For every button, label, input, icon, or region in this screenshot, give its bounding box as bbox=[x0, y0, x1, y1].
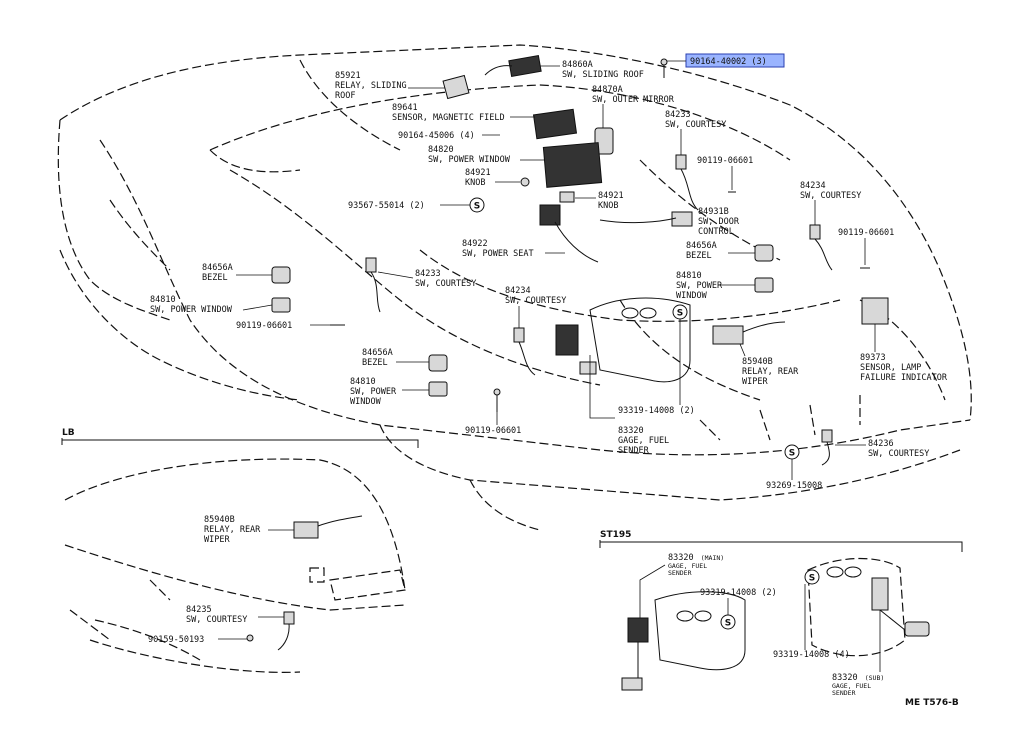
callout-90164-40002[interactable]: 90164-40002 (3) bbox=[690, 57, 767, 67]
highlight-90164-40002 bbox=[685, 53, 785, 68]
seal-s-label: S bbox=[725, 619, 731, 629]
callout-90119-06601-b[interactable]: 90119-06601 bbox=[838, 228, 894, 238]
callout-89373[interactable]: 89373 SENSOR, LAMP FAILURE INDICATOR bbox=[860, 353, 948, 383]
main-callouts: 85921 RELAY, SLIDING ROOF 84860A SW, SLI… bbox=[150, 53, 948, 491]
callout-85921[interactable]: 85921 RELAY, SLIDING ROOF bbox=[335, 71, 412, 101]
callout-st-83320-main[interactable]: 83320 (MAIN) GAGE, FUEL SENDER bbox=[668, 553, 729, 577]
callout-83320[interactable]: 83320 GAGE, FUEL SENDER bbox=[618, 426, 674, 456]
callout-93319-14008-main[interactable]: 93319-14008 (2) bbox=[618, 406, 695, 416]
callout-84810-right[interactable]: 84810 SW, POWER WINDOW bbox=[676, 271, 727, 301]
callout-84860a[interactable]: 84860A SW, SLIDING ROOF bbox=[562, 60, 644, 80]
sliding-roof-switch-part bbox=[508, 54, 542, 78]
callout-lb-85940b[interactable]: 85940B RELAY, REAR WIPER bbox=[204, 515, 265, 545]
callout-st-83320-sub[interactable]: 83320 (SUB) GAGE, FUEL SENDER bbox=[832, 673, 889, 697]
callout-84820[interactable]: 84820 SW, POWER WINDOW bbox=[428, 145, 511, 165]
callout-84656a-left[interactable]: 84656A BEZEL bbox=[202, 263, 238, 283]
callout-st-93319-14008-4[interactable]: 93319-14008 (4) bbox=[773, 650, 850, 660]
callout-93567-55014[interactable]: 93567-55014 (2) bbox=[348, 201, 425, 211]
callout-84931b[interactable]: 84931B SW, DOOR CONTROL bbox=[698, 207, 744, 237]
callout-85940b[interactable]: 85940B RELAY, REAR WIPER bbox=[742, 357, 803, 387]
callout-84922[interactable]: 84922 SW, POWER SEAT bbox=[462, 239, 534, 259]
parts bbox=[271, 54, 889, 466]
callout-89641[interactable]: 89641 SENSOR, MAGNETIC FIELD bbox=[392, 103, 505, 123]
callout-84921-right[interactable]: 84921 KNOB bbox=[598, 191, 629, 211]
callout-st-93319-14008-2[interactable]: 93319-14008 (2) bbox=[700, 588, 777, 598]
inset-st195: ST195 S S 83320 (MAIN) GAGE, FUEL SENDER… bbox=[599, 530, 963, 697]
inset-lb: LB 85940B RELAY, REAR WIPER 84235 SW, CO… bbox=[61, 428, 419, 673]
callout-84810-left[interactable]: 84810 SW, POWER WINDOW bbox=[150, 295, 233, 315]
seal-s-label: S bbox=[789, 449, 795, 459]
seal-s-label: S bbox=[677, 309, 683, 319]
inset-st195-title: ST195 bbox=[600, 530, 631, 540]
callout-93269-15008[interactable]: 93269-15008 bbox=[766, 481, 822, 491]
callout-90119-06601-a[interactable]: 90119-06601 bbox=[697, 156, 753, 166]
callout-84810-center[interactable]: 84810 SW, POWER WINDOW bbox=[350, 377, 401, 407]
outer-mirror-switch-part bbox=[594, 127, 614, 155]
callout-lb-84235[interactable]: 84235 SW, COURTESY bbox=[186, 605, 247, 625]
callout-84236[interactable]: 84236 SW, COURTESY bbox=[868, 439, 929, 459]
callout-84233-right[interactable]: 84233 SW, COURTESY bbox=[665, 110, 726, 130]
callout-90119-06601-d[interactable]: 90119-06601 bbox=[465, 426, 521, 436]
seal-s-label: S bbox=[809, 574, 815, 584]
relay-sliding-roof-part bbox=[442, 74, 470, 100]
callout-84656a-center[interactable]: 84656A BEZEL bbox=[362, 348, 398, 368]
callout-90119-06601-c[interactable]: 90119-06601 bbox=[236, 321, 292, 331]
diagram-id: ME T576-B bbox=[905, 698, 959, 708]
callout-84234-center[interactable]: 84234 SW, COURTESY bbox=[505, 286, 566, 306]
magnetic-sensor-part bbox=[532, 108, 578, 140]
callout-84870a[interactable]: 84870A SW, OUTER MIRROR bbox=[592, 85, 675, 105]
seal-s-label: S bbox=[474, 202, 480, 212]
callout-84233-left[interactable]: 84233 SW, COURTESY bbox=[415, 269, 476, 289]
callout-84234-right[interactable]: 84234 SW, COURTESY bbox=[800, 181, 861, 201]
seal-symbols: S S S bbox=[469, 197, 800, 460]
callout-lb-90159-50193[interactable]: 90159-50193 bbox=[148, 635, 204, 645]
callout-90164-45006[interactable]: 90164-45006 (4) bbox=[398, 131, 475, 141]
power-window-master-part bbox=[542, 142, 603, 188]
inset-lb-title: LB bbox=[62, 428, 75, 438]
callout-84656a-right[interactable]: 84656A BEZEL bbox=[686, 241, 722, 261]
callout-84921-left[interactable]: 84921 KNOB bbox=[465, 168, 496, 188]
